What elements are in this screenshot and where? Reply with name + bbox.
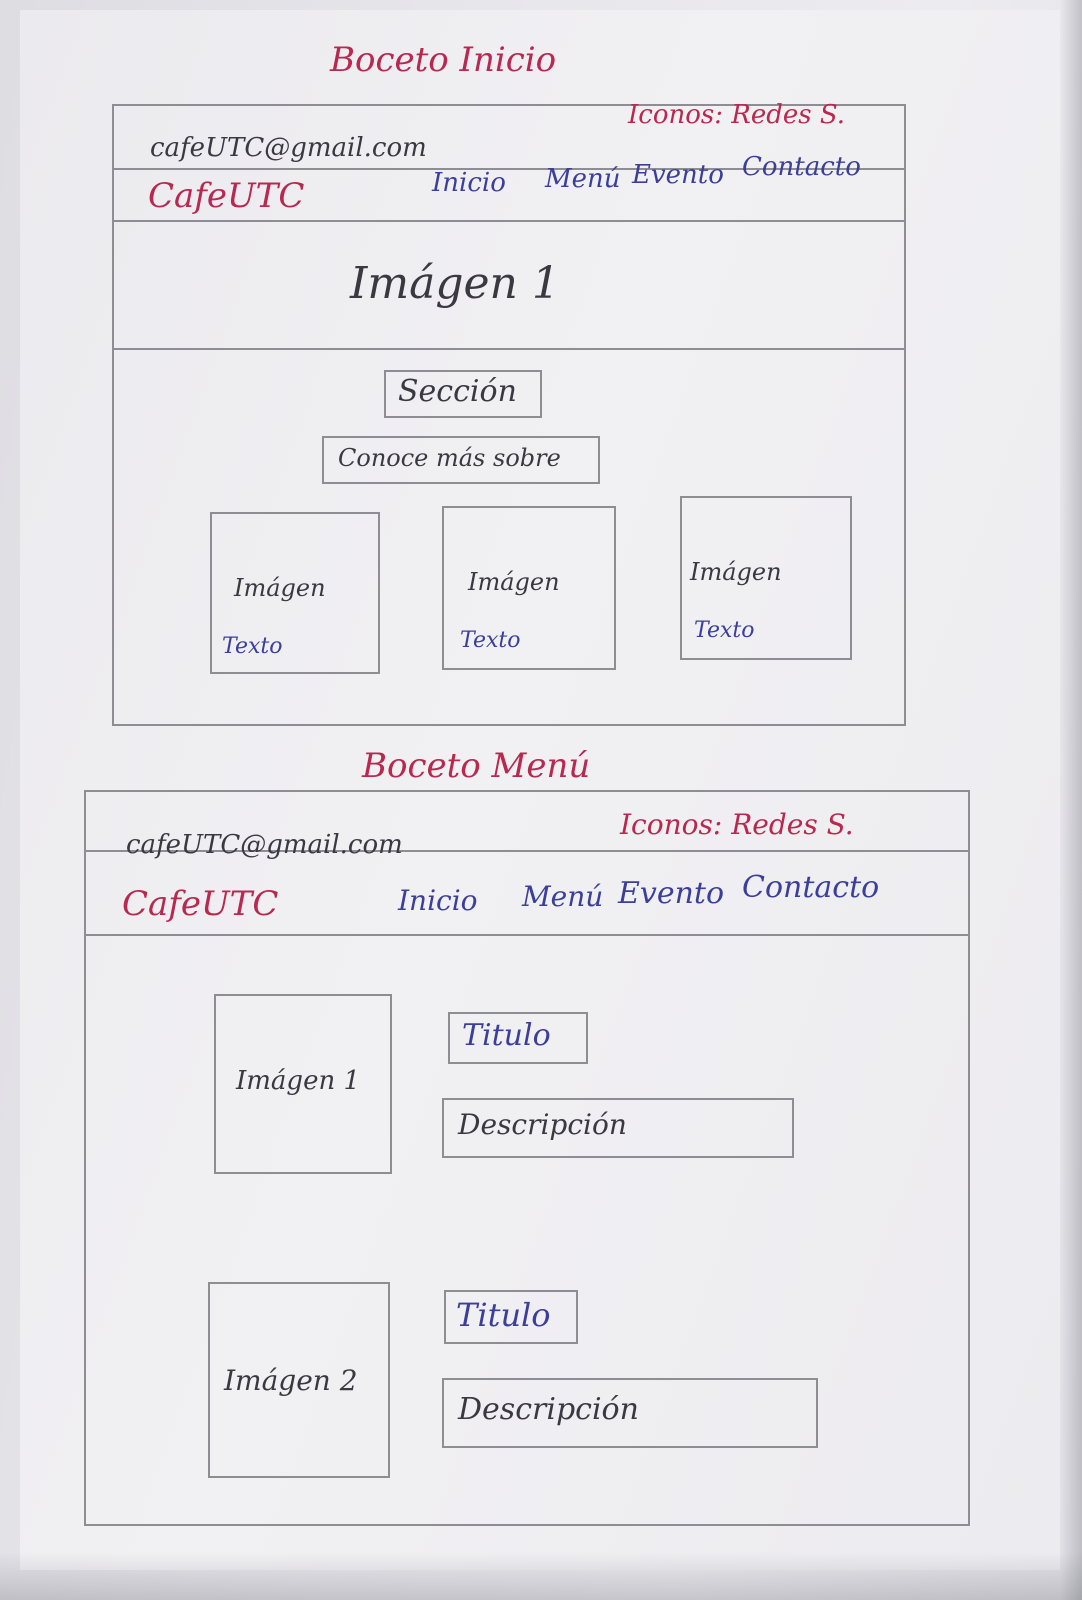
nav-item-menu: Menú [545,164,621,194]
section-subtitle: Conoce más sobre [338,444,561,472]
menu-item-title: Titulo [456,1296,551,1334]
section-subtitle-box: Conoce más sobre [322,436,600,484]
menu-item-image: Imágen 1 [214,994,392,1174]
menu-item-image: Imágen 2 [208,1282,390,1478]
menu-item-title-box: Titulo [448,1012,588,1064]
feature-card: Imágen Texto [210,512,380,674]
floor-shadow [0,1552,1082,1600]
nav-item-menu: Menú [522,880,604,913]
card-image-placeholder: Imágen [234,574,326,602]
card-image-placeholder: Imágen [690,558,782,586]
contact-email: cafeUTC@gmail.com [150,133,427,163]
paper-edge [1060,0,1082,1600]
wireframe-frame-menu [84,790,970,1526]
hero-image-label: Imágen 1 [350,258,560,309]
menu-item-image-label: Imágen 1 [236,1066,361,1096]
sketch-title-inicio: Boceto Inicio [330,40,557,80]
header-divider-bottom [84,934,968,936]
section-label: Sección [398,374,517,409]
wireframe-frame-inicio [112,104,906,726]
sketch-title-menu: Boceto Menú [362,746,591,786]
nav-item-inicio: Inicio [432,168,506,198]
card-image-placeholder: Imágen [468,568,560,596]
social-icons-label: Iconos: Redes S. [628,100,846,130]
header-divider-top [84,850,968,852]
menu-item-description-box: Descripción [442,1098,794,1158]
brand-logo: CafeUTC [122,884,279,924]
brand-logo: CafeUTC [148,176,305,216]
nav-item-inicio: Inicio [398,884,478,917]
social-icons-label: Iconos: Redes S. [620,808,854,841]
header-divider-top [112,168,904,170]
header-divider-bottom [112,220,904,222]
card-text: Texto [460,628,521,653]
nav-item-contacto: Contacto [742,152,861,182]
nav-item-contacto: Contacto [742,870,880,905]
feature-card: Imágen Texto [680,496,852,660]
menu-item-title: Titulo [462,1018,551,1053]
menu-item-title-box: Titulo [444,1290,578,1344]
section-label-box: Sección [384,370,542,418]
card-text: Texto [222,634,283,659]
feature-card: Imágen Texto [442,506,616,670]
contact-email: cafeUTC@gmail.com [126,830,403,860]
card-text: Texto [694,618,755,643]
menu-item-image-label: Imágen 2 [224,1364,358,1397]
menu-item-description-box: Descripción [442,1378,818,1448]
nav-item-evento: Evento [618,876,725,911]
nav-item-evento: Evento [632,160,724,190]
menu-item-description: Descripción [458,1108,627,1141]
hero-divider [112,348,904,350]
menu-item-description: Descripción [458,1392,639,1427]
